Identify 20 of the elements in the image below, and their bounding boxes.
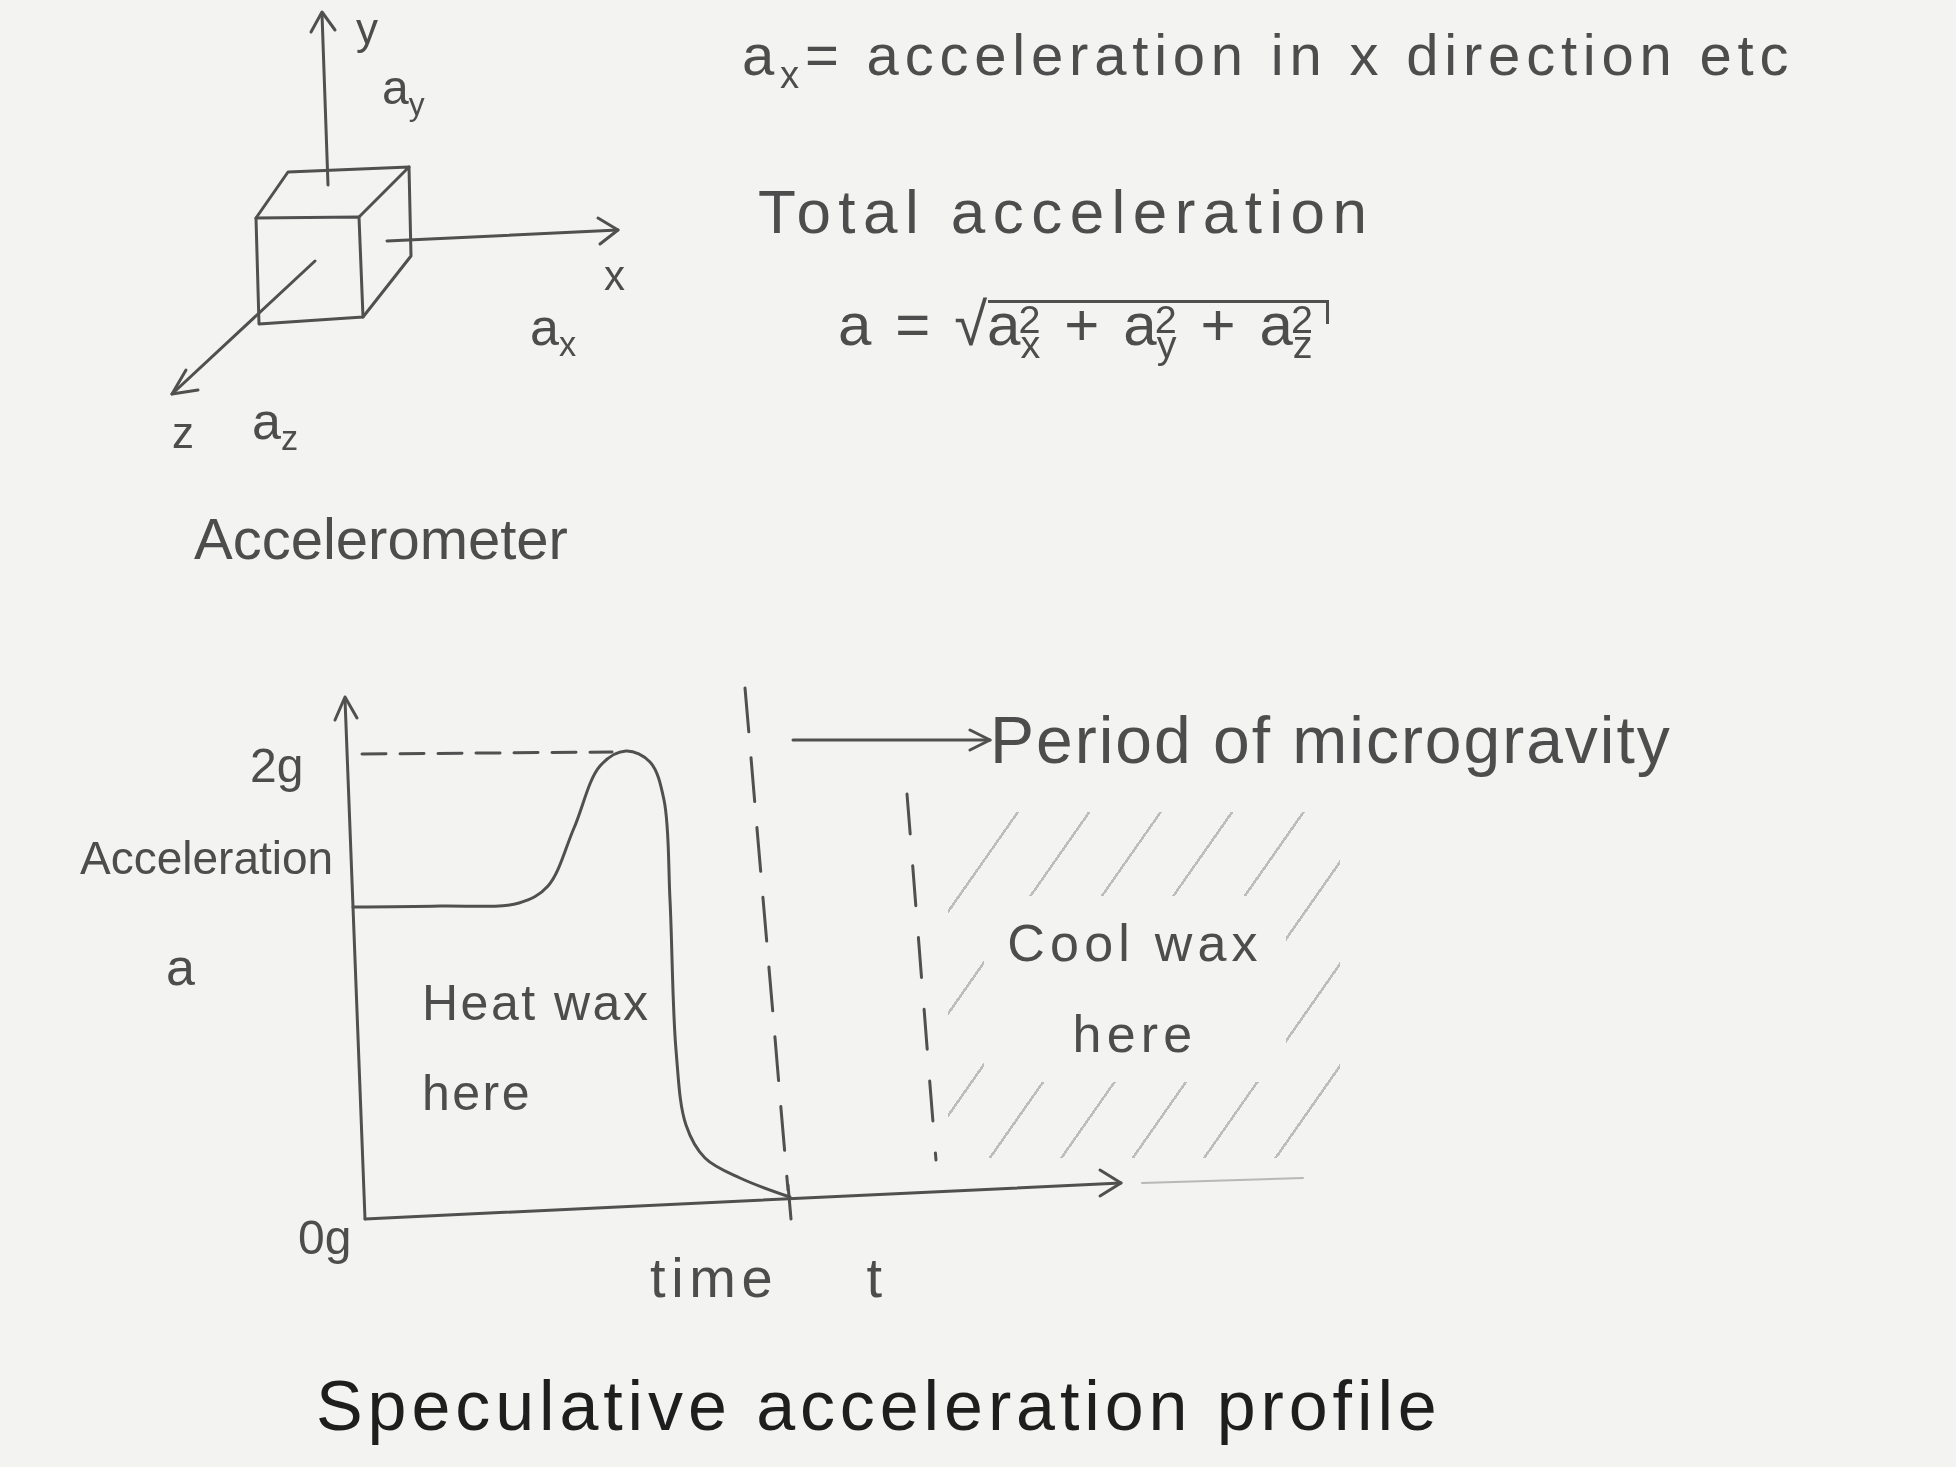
- formula-heading: Total acceleration: [758, 176, 1375, 248]
- axis-label: x: [604, 252, 625, 301]
- axis-title: time t: [650, 1246, 888, 1311]
- axis-label: y: [356, 4, 378, 55]
- arrow: [791, 728, 992, 752]
- dashed-line: [743, 686, 793, 1222]
- region-label: Heat wax here: [422, 974, 652, 1123]
- component-symbol: a$_{y}$: [382, 60, 425, 123]
- note-text: a$_{x}$= acceleration in x direction etc: [742, 22, 1795, 97]
- axis-label: z: [172, 408, 194, 459]
- component-symbol: a$_{z}$: [252, 392, 299, 459]
- axis-symbol: a: [166, 938, 195, 998]
- annotation-text: Period of microgravity: [990, 704, 1672, 777]
- tick-label: 0g: [298, 1210, 352, 1266]
- axis-title: Acceleration: [80, 832, 334, 885]
- drawing-caption: Accelerometer: [194, 506, 568, 573]
- region-text: Cool wax here: [984, 896, 1286, 1082]
- tick-label: 2g: [250, 738, 304, 794]
- caption: Speculative acceleration profile: [316, 1366, 1442, 1447]
- component-symbol: a$_{x}$: [530, 298, 577, 365]
